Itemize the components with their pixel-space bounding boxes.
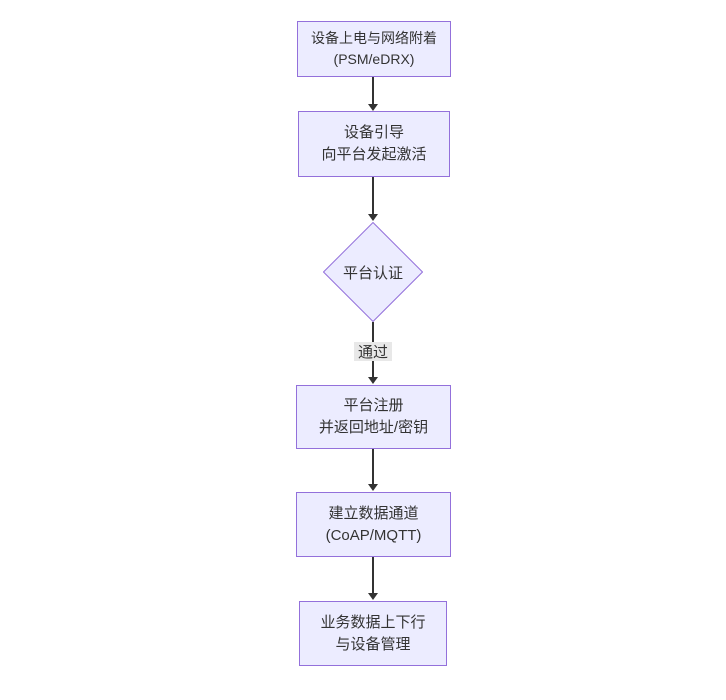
arrowhead-down-icon <box>368 377 378 384</box>
flow-node-bootstrap: 设备引导 向平台发起激活 <box>298 111 450 177</box>
flow-node-power-attach: 设备上电与网络附着 (PSM/eDRX) <box>297 21 451 77</box>
arrowhead-down-icon <box>368 104 378 111</box>
node-text-line: 业务数据上下行 <box>320 613 426 631</box>
node-text-line: 平台注册 <box>343 397 404 414</box>
node-text-line: 建立数据通道 <box>328 504 419 522</box>
decision-diamond-shape <box>323 222 423 322</box>
node-text-line: 与设备管理 <box>335 635 411 653</box>
node-text-line: 设备引导 <box>343 124 404 141</box>
node-text-line: (CoAP/MQTT) <box>325 526 422 544</box>
node-text-line: 并返回地址/密钥 <box>318 419 429 436</box>
arrow-line <box>372 449 374 484</box>
flow-node-data-channel: 建立数据通道 (CoAP/MQTT) <box>296 492 451 557</box>
flow-node-platform-register: 平台注册 并返回地址/密钥 <box>296 385 451 449</box>
node-text-line: 设备上电与网络附着 <box>311 30 437 46</box>
node-text-line: 平台认证 <box>342 264 403 282</box>
node-text-line: 向平台发起激活 <box>321 146 427 163</box>
arrowhead-down-icon <box>368 214 378 221</box>
arrow-line <box>372 177 374 214</box>
arrowhead-down-icon <box>368 593 378 600</box>
arrowhead-down-icon <box>368 484 378 491</box>
arrow-line <box>372 557 374 593</box>
flow-node-platform-auth: 平台认证 <box>323 222 423 322</box>
arrow-line <box>372 77 374 104</box>
edge-label-pass: 通过 <box>353 342 393 361</box>
node-text-line: (PSM/eDRX) <box>333 51 415 67</box>
flow-node-business-data: 业务数据上下行 与设备管理 <box>299 601 447 666</box>
